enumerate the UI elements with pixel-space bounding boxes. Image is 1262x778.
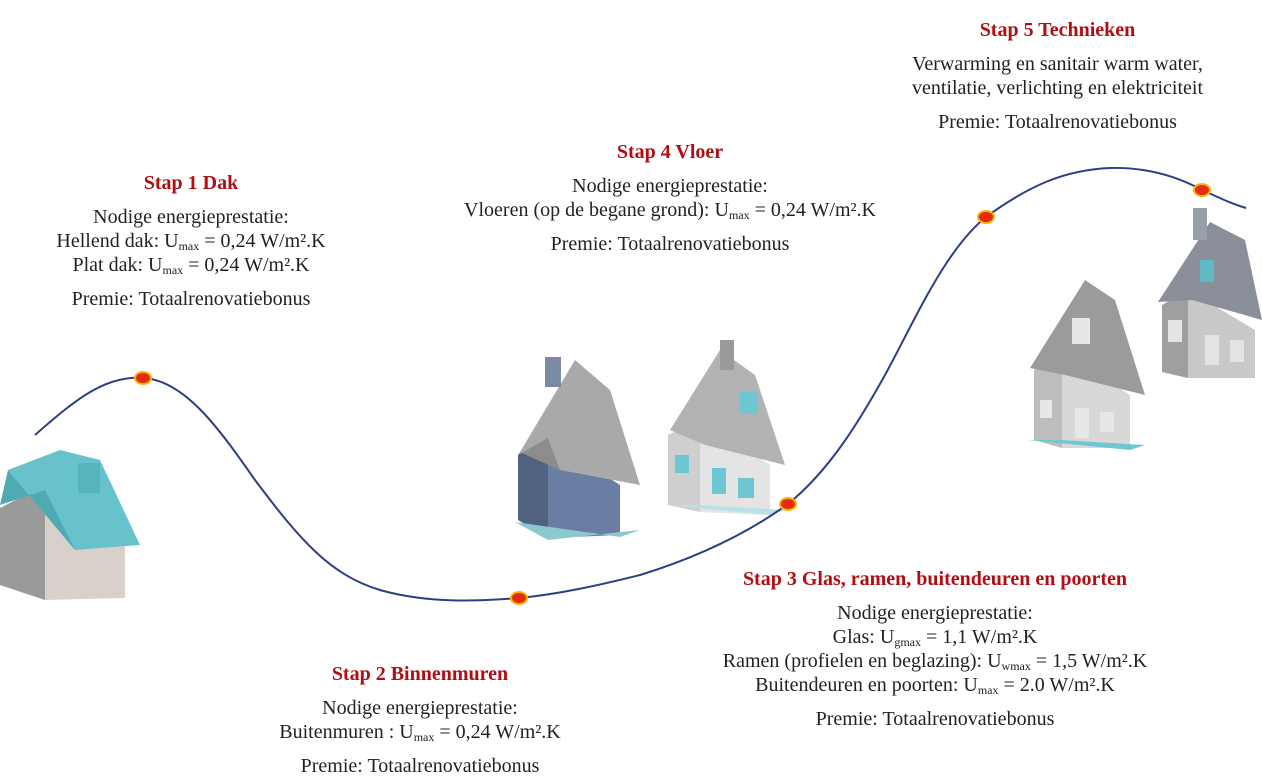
step1-line-1: Hellend dak: Umax = 0,24 W/m².K xyxy=(56,230,326,253)
step3-line-2: Ramen (profielen en beglazing): Uwmax = … xyxy=(722,650,1148,673)
step2-line-1: Buitenmuren : Umax = 0,24 W/m².K xyxy=(279,721,561,744)
step5-block: Stap 5 Technieken Verwarming en sanitair… xyxy=(855,18,1260,134)
step5-line-1: Verwarming en sanitair warm water, xyxy=(912,53,1203,75)
step4-premie: Premie: Totaalrenovatiebonus xyxy=(550,233,790,255)
step2-block: Stap 2 Binnenmuren Nodige energieprestat… xyxy=(215,662,625,778)
step4-marker xyxy=(977,210,995,224)
step3-line-1: Glas: Ugmax = 1,1 W/m².K xyxy=(832,626,1038,649)
step1-line-2: Plat dak: Umax = 0,24 W/m².K xyxy=(72,254,310,277)
step4-heading: Nodige energieprestatie: xyxy=(572,175,768,197)
step5-line-2: ventilatie, verlichting en elektriciteit xyxy=(912,77,1203,99)
house-step3-icon xyxy=(665,340,785,515)
house-step2-icon xyxy=(515,357,640,540)
house-step5-icon xyxy=(1158,208,1262,378)
step5-title: Stap 5 Technieken xyxy=(979,19,1136,41)
step3-marker xyxy=(779,497,797,511)
step4-line-1: Vloeren (op de begane grond): Umax = 0,2… xyxy=(464,199,876,222)
step3-line-3: Buitendeuren en poorten: Umax = 2.0 W/m²… xyxy=(755,674,1115,697)
step5-premie: Premie: Totaalrenovatiebonus xyxy=(938,111,1177,133)
step2-premie: Premie: Totaalrenovatiebonus xyxy=(300,755,540,777)
renovation-path-curve xyxy=(34,166,1247,602)
step2-title: Stap 2 Binnenmuren xyxy=(331,663,509,685)
step1-premie: Premie: Totaalrenovatiebonus xyxy=(71,288,311,310)
step1-heading: Nodige energieprestatie: xyxy=(93,206,289,228)
step2-marker xyxy=(510,591,528,605)
step3-heading: Nodige energieprestatie: xyxy=(837,602,1033,624)
step5-marker xyxy=(1193,183,1211,197)
house-step1-icon xyxy=(0,450,140,600)
step1-marker xyxy=(134,371,152,385)
step3-title: Stap 3 Glas, ramen, buitendeuren en poor… xyxy=(742,568,1128,590)
house-step4-icon xyxy=(1028,280,1145,450)
step3-block: Stap 3 Glas, ramen, buitendeuren en poor… xyxy=(655,567,1215,731)
step1-title: Stap 1 Dak xyxy=(143,172,239,194)
step4-block: Stap 4 Vloer Nodige energieprestatie: Vl… xyxy=(385,140,955,256)
step4-title: Stap 4 Vloer xyxy=(616,141,724,163)
step1-block: Stap 1 Dak Nodige energieprestatie: Hell… xyxy=(0,171,382,311)
step2-heading: Nodige energieprestatie: xyxy=(322,697,518,719)
step3-premie: Premie: Totaalrenovatiebonus xyxy=(815,708,1055,730)
